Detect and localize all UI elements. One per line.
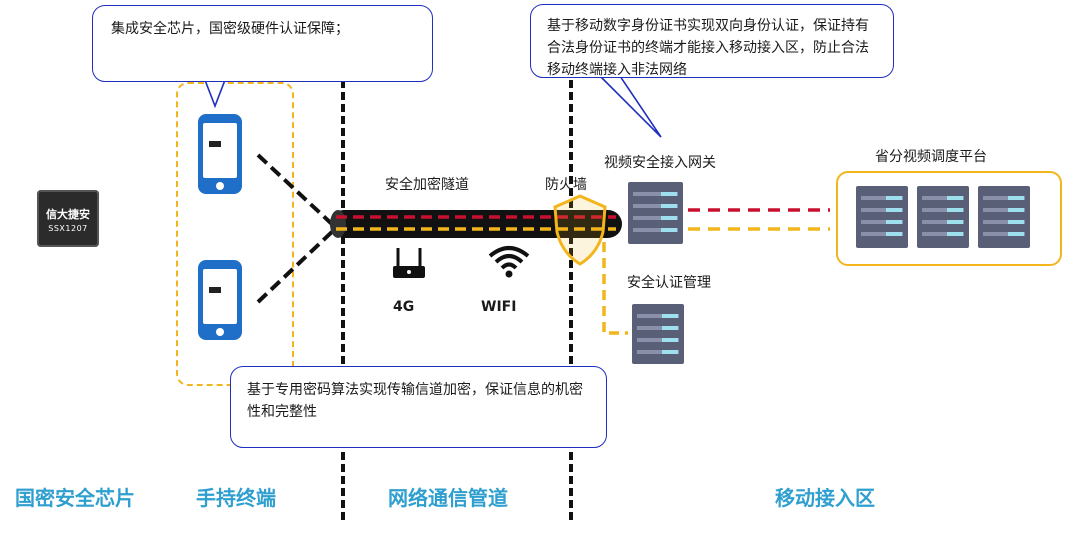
divider-right [569, 80, 573, 520]
server-icon [856, 186, 908, 248]
zone-label-terminal: 手持终端 [196, 486, 276, 510]
gateway-label: 视频安全接入网关 [604, 155, 716, 171]
phone-icon [198, 260, 242, 340]
shield-icon [553, 194, 607, 266]
gateway-callout: 基于移动数字身份证书实现双向身份认证，保证持有合法身份证书的终端才能接入移动接入… [530, 4, 894, 78]
divider-left [341, 80, 345, 520]
tunnel-label: 安全加密隧道 [385, 177, 469, 193]
phone-icon [198, 114, 242, 194]
chip-callout: 集成安全芯片，国密级硬件认证保障； [92, 5, 433, 82]
server-icon [978, 186, 1030, 248]
net-4g-label: 4G [393, 299, 415, 315]
chip-model: SSX1207 [48, 224, 88, 233]
chip-icon: 信大捷安 SSX1207 [37, 190, 99, 247]
net-wifi-label: WIFI [481, 299, 517, 315]
server-icon [628, 182, 683, 244]
tunnel-callout: 基于专用密码算法实现传输信道加密，保证信息的机密性和完整性 [230, 366, 607, 448]
firewall-label: 防火墙 [545, 177, 587, 193]
wifi-icon [488, 246, 530, 278]
chip-brand: 信大捷安 [46, 208, 90, 221]
server-icon [917, 186, 969, 248]
router-icon [393, 248, 425, 278]
server-icon [632, 304, 684, 364]
platform-label: 省分视频调度平台 [875, 149, 987, 165]
zone-label-network: 网络通信管道 [388, 486, 508, 510]
auth-label: 安全认证管理 [627, 275, 711, 291]
zone-label-chip: 国密安全芯片 [15, 486, 135, 510]
zone-label-access: 移动接入区 [775, 486, 875, 510]
platform-box [836, 171, 1062, 266]
